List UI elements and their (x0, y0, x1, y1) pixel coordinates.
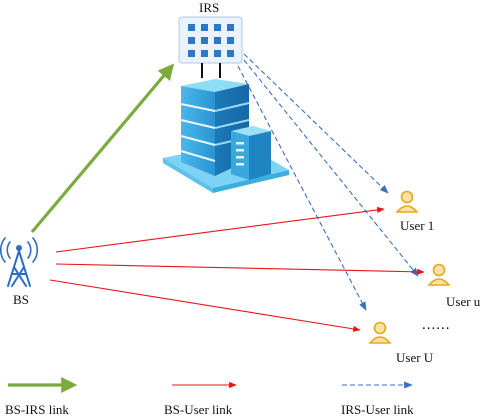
irs-user-links (237, 53, 419, 311)
more-users-ellipsis: ...... (422, 317, 451, 333)
bs-user-link-U (49, 279, 361, 332)
user-u-label: User u (446, 294, 481, 309)
irs-user-link-u (243, 59, 419, 277)
irs-user-link-U (237, 65, 367, 311)
legend-bs-user-label: BS-User link (164, 402, 233, 417)
irs-label: IRS (199, 0, 220, 15)
bs-label: BS (13, 292, 29, 307)
bs-user-link-u (55, 263, 425, 275)
bs-user-links (49, 206, 425, 332)
base-station-icon (0, 237, 39, 287)
bs-irs-link (30, 63, 175, 234)
user-U-label: User U (396, 350, 434, 365)
legend-irs-user-label: IRS-User link (341, 402, 414, 417)
user-U-icon (368, 320, 392, 344)
irs-user-link-1 (243, 53, 389, 194)
legend-bs-irs-label: BS-IRS link (5, 402, 69, 417)
user-u-icon (427, 262, 451, 286)
bs-user-link-1 (55, 206, 385, 253)
building-icon (163, 79, 289, 193)
user-1-icon (395, 189, 419, 213)
irs-panel-icon (178, 16, 243, 78)
user-1-label: User 1 (400, 218, 435, 233)
